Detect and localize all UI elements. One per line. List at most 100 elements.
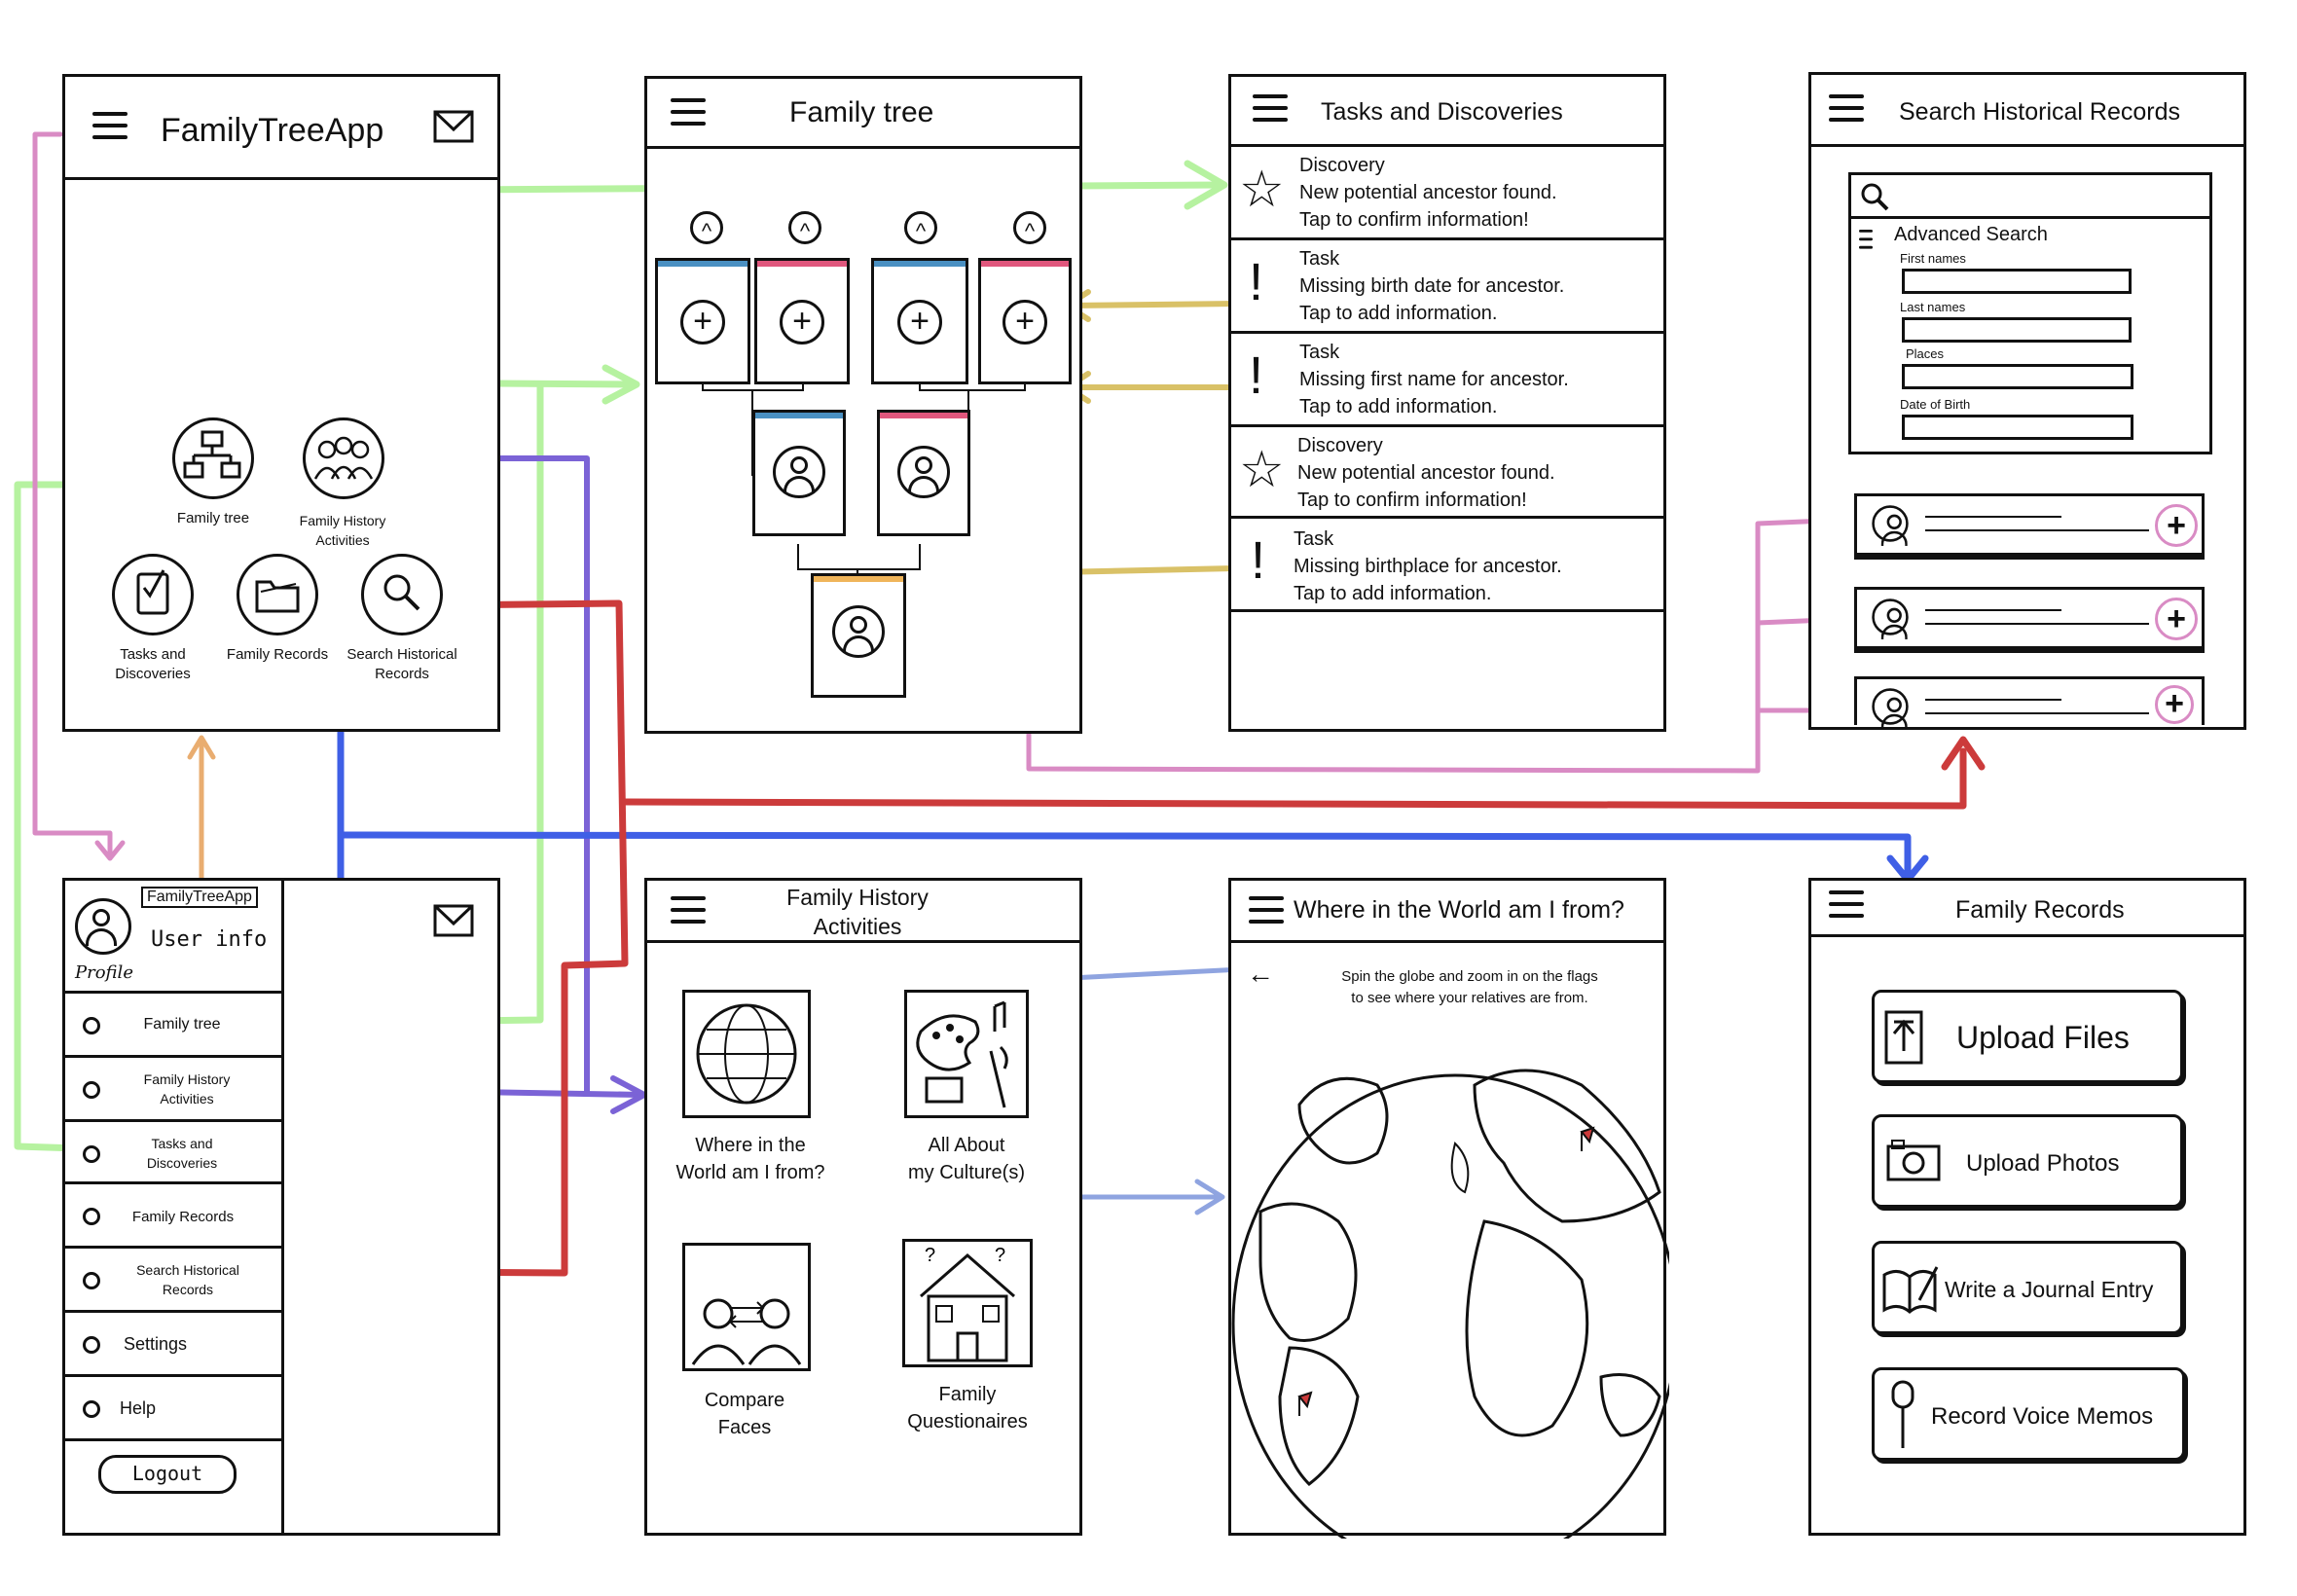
home-label-tasks: Tasks and Discoveries <box>115 646 191 682</box>
task-item[interactable]: ! Task Missing birthplace for ancestor. … <box>1231 519 1663 612</box>
menu-item-settings[interactable]: Settings <box>65 1313 281 1377</box>
microphone-icon <box>1891 1380 1914 1448</box>
folder-icon[interactable] <box>237 554 318 635</box>
advanced-search-label[interactable]: Advanced Search <box>1894 224 2048 245</box>
write-journal-button[interactable]: Write a Journal Entry <box>1872 1241 2183 1334</box>
task-line2: Tap to confirm information! <box>1297 490 1527 511</box>
search-icon[interactable] <box>361 554 443 635</box>
hamburger-icon[interactable] <box>1249 896 1284 925</box>
search-input[interactable] <box>1851 175 2209 219</box>
activity-label-culture: All About my Culture(s) <box>907 1135 1025 1183</box>
hamburger-icon[interactable] <box>1829 890 1864 920</box>
app-badge: FamilyTreeApp <box>141 887 258 908</box>
first-names-field[interactable] <box>1902 269 2132 294</box>
tasks-header: Tasks and Discoveries <box>1231 77 1663 147</box>
add-ancestor-icon[interactable]: + <box>897 300 942 345</box>
search-result-row[interactable]: + <box>1854 676 2205 729</box>
add-ancestor-icon[interactable]: + <box>680 300 725 345</box>
ancestor-card-empty[interactable]: + <box>655 258 750 384</box>
add-record-icon[interactable]: + <box>2155 685 2194 724</box>
person-avatar-icon <box>897 446 950 498</box>
task-item[interactable]: ! Task Missing birth date for ancestor. … <box>1231 240 1663 334</box>
ancestor-card[interactable] <box>877 410 970 536</box>
tasks-clipboard-icon[interactable] <box>112 554 194 635</box>
family-tree-icon[interactable] <box>172 417 254 499</box>
activity-tile-questionaires[interactable]: ?? <box>902 1239 1033 1367</box>
menu-item-search[interactable]: Search Historical Records <box>65 1249 281 1313</box>
mail-icon[interactable] <box>433 110 474 143</box>
expand-up-icon[interactable]: ^ <box>690 211 723 244</box>
task-item[interactable]: ☆ Discovery New potential ancestor found… <box>1231 147 1663 240</box>
self-card[interactable] <box>811 573 906 698</box>
search-header: Search Historical Records <box>1811 75 2243 147</box>
app-title: FamilyTreeApp <box>161 112 384 149</box>
expand-up-icon[interactable]: ^ <box>904 211 937 244</box>
ancestor-card-empty[interactable]: + <box>754 258 850 384</box>
search-result-row[interactable]: + <box>1854 493 2205 556</box>
upload-photos-button[interactable]: Upload Photos <box>1872 1114 2183 1208</box>
add-ancestor-icon[interactable]: + <box>1003 300 1047 345</box>
field-label-places: Places <box>1906 346 1945 361</box>
task-kind: Task <box>1299 248 1340 270</box>
world-screen: Where in the World am I from? ← Spin the… <box>1228 878 1669 1539</box>
hamburger-icon[interactable] <box>92 112 128 141</box>
add-record-icon[interactable]: + <box>2155 504 2198 547</box>
svg-text:?: ? <box>995 1245 1005 1266</box>
menu-item-tasks[interactable]: Tasks and Discoveries <box>65 1122 281 1184</box>
date-of-birth-field[interactable] <box>1902 415 2133 440</box>
ancestor-card[interactable] <box>752 410 846 536</box>
camera-icon <box>1886 1140 1941 1181</box>
profile-avatar-icon[interactable] <box>75 898 131 955</box>
family-tree-screen: Family tree ^ ^ ^ ^ + + + + <box>644 76 1082 734</box>
search-result-row[interactable]: + <box>1854 587 2205 649</box>
write-journal-label: Write a Journal Entry <box>1945 1277 2154 1302</box>
last-names-field[interactable] <box>1902 317 2132 343</box>
menu-item-help[interactable]: Help <box>65 1377 281 1441</box>
mail-icon[interactable] <box>433 904 474 937</box>
profile-label[interactable]: Profile <box>75 962 133 983</box>
exclamation-icon: ! <box>1249 253 1264 311</box>
radio-icon <box>83 1208 100 1225</box>
activity-label-faces: Compare Faces <box>704 1390 785 1438</box>
task-item[interactable]: ! Task Missing first name for ancestor. … <box>1231 334 1663 427</box>
menu-item-label: Tasks and Discoveries <box>146 1136 218 1171</box>
activity-tile-culture[interactable] <box>904 990 1029 1118</box>
task-item[interactable]: ☆ Discovery New potential ancestor found… <box>1231 427 1663 519</box>
task-kind: Discovery <box>1297 435 1383 456</box>
upload-files-button[interactable]: Upload Files <box>1872 990 2183 1083</box>
logout-button[interactable]: Logout <box>98 1455 237 1494</box>
hamburger-icon[interactable] <box>671 896 706 925</box>
hamburger-icon[interactable] <box>1829 94 1864 124</box>
activity-tile-world[interactable] <box>682 990 811 1118</box>
ancestor-card-empty[interactable]: + <box>871 258 968 384</box>
globe-map[interactable] <box>1231 1027 1669 1539</box>
filter-menu-icon[interactable] <box>1859 230 1873 250</box>
activity-tile-faces[interactable] <box>682 1243 811 1371</box>
task-kind: Task <box>1299 342 1340 363</box>
back-arrow-icon[interactable]: ← <box>1247 959 1274 989</box>
world-title: Where in the World am I from? <box>1294 896 1624 924</box>
add-record-icon[interactable]: + <box>2155 598 2198 640</box>
person-avatar-icon <box>773 446 825 498</box>
record-voice-button[interactable]: Record Voice Memos <box>1872 1367 2185 1461</box>
user-info-label[interactable]: User info <box>151 927 268 952</box>
expand-up-icon[interactable]: ^ <box>1013 211 1046 244</box>
field-label-last-names: Last names <box>1900 300 1966 314</box>
places-field[interactable] <box>1902 364 2133 389</box>
menu-item-records[interactable]: Family Records <box>65 1184 281 1249</box>
group-people-icon[interactable] <box>303 417 384 499</box>
hamburger-icon[interactable] <box>671 98 706 127</box>
menu-item-label: Help <box>120 1398 157 1418</box>
task-line2: Tap to add information. <box>1299 396 1498 417</box>
task-line2: Tap to add information. <box>1299 303 1498 324</box>
task-line1: New potential ancestor found. <box>1297 462 1555 484</box>
expand-up-icon[interactable]: ^ <box>788 211 821 244</box>
ancestor-card-empty[interactable]: + <box>978 258 1072 384</box>
menu-item-family-tree[interactable]: Family tree <box>65 994 281 1058</box>
tasks-screen: Tasks and Discoveries ☆ Discovery New po… <box>1228 74 1666 732</box>
hamburger-icon[interactable] <box>1253 94 1288 124</box>
add-ancestor-icon[interactable]: + <box>780 300 824 345</box>
task-line1: New potential ancestor found. <box>1299 182 1557 203</box>
result-text-line <box>1925 516 2061 518</box>
menu-item-activities[interactable]: Family History Activities <box>65 1058 281 1122</box>
